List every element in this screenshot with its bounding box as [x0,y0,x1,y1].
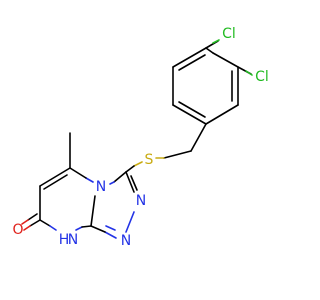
bond-n2-n1 [125,211,135,233]
bond-c7-o-double-colored [21,219,29,225]
bond-c5-c6 [39,167,71,187]
bond-n4-c5 [69,167,87,179]
bond-ring-6b [205,47,214,54]
bond-n4-c5-colored [85,177,94,183]
atom-sulfur: S [145,152,154,168]
bond-c-cl-top-colored [212,39,220,44]
bond-c5-c6-inner [43,174,68,190]
bond-c7-o-colored [23,225,31,231]
atom-cl-right: Cl [255,69,269,85]
bond-ring-1 [212,52,239,68]
atom-nh: N [68,232,78,248]
bond-ring-6-inner [178,54,206,71]
pyrimidine-ring [39,167,94,231]
bond-s-c3-colored [133,161,143,167]
benzene-ring [172,47,239,125]
atom-cl-top: Cl [222,26,236,42]
bond-ch2-s [163,150,192,159]
bond-n1-c8a-inner [105,225,116,231]
bond-n8-c8a [81,225,92,228]
bond-c3-n2 [125,171,135,193]
bond-c3-n2-inner [130,175,138,191]
bond-c7-o [29,219,41,227]
bond-ring-4-inner [178,101,206,118]
bond-n1-c8a [104,231,117,239]
bond-c3-n4 [113,171,127,183]
bond-ring-6 [172,47,207,68]
bond-c-cl-right-colored [245,70,253,76]
bond-n8-c8a-colored [75,226,83,231]
bond-c7-n8 [39,219,51,227]
bond-c8a-n4 [90,195,96,227]
bond-ring-4 [172,104,207,125]
molecule-drawing: Cl Cl S N N N N H O [12,26,269,249]
atom-nh-hydrogen: H [59,232,70,248]
triazole-ring [90,171,138,239]
bond-c7-n8-colored [49,225,57,231]
bond-n1-c8a-black [90,225,106,233]
atom-oxygen: O [12,222,23,238]
atom-n-ring-b: N [121,233,131,249]
bond-s-c3 [125,165,135,173]
atom-n-ring-a: N [136,193,146,209]
atom-n-bridge: N [96,179,106,195]
bond-c3-n4-colored [109,181,115,185]
bond-ring-ch2 [190,123,207,152]
structure-canvas: Cl Cl S N N N N H O [12,26,269,249]
bond-ring-3 [205,104,239,125]
bond-c7-o-double [27,213,38,221]
